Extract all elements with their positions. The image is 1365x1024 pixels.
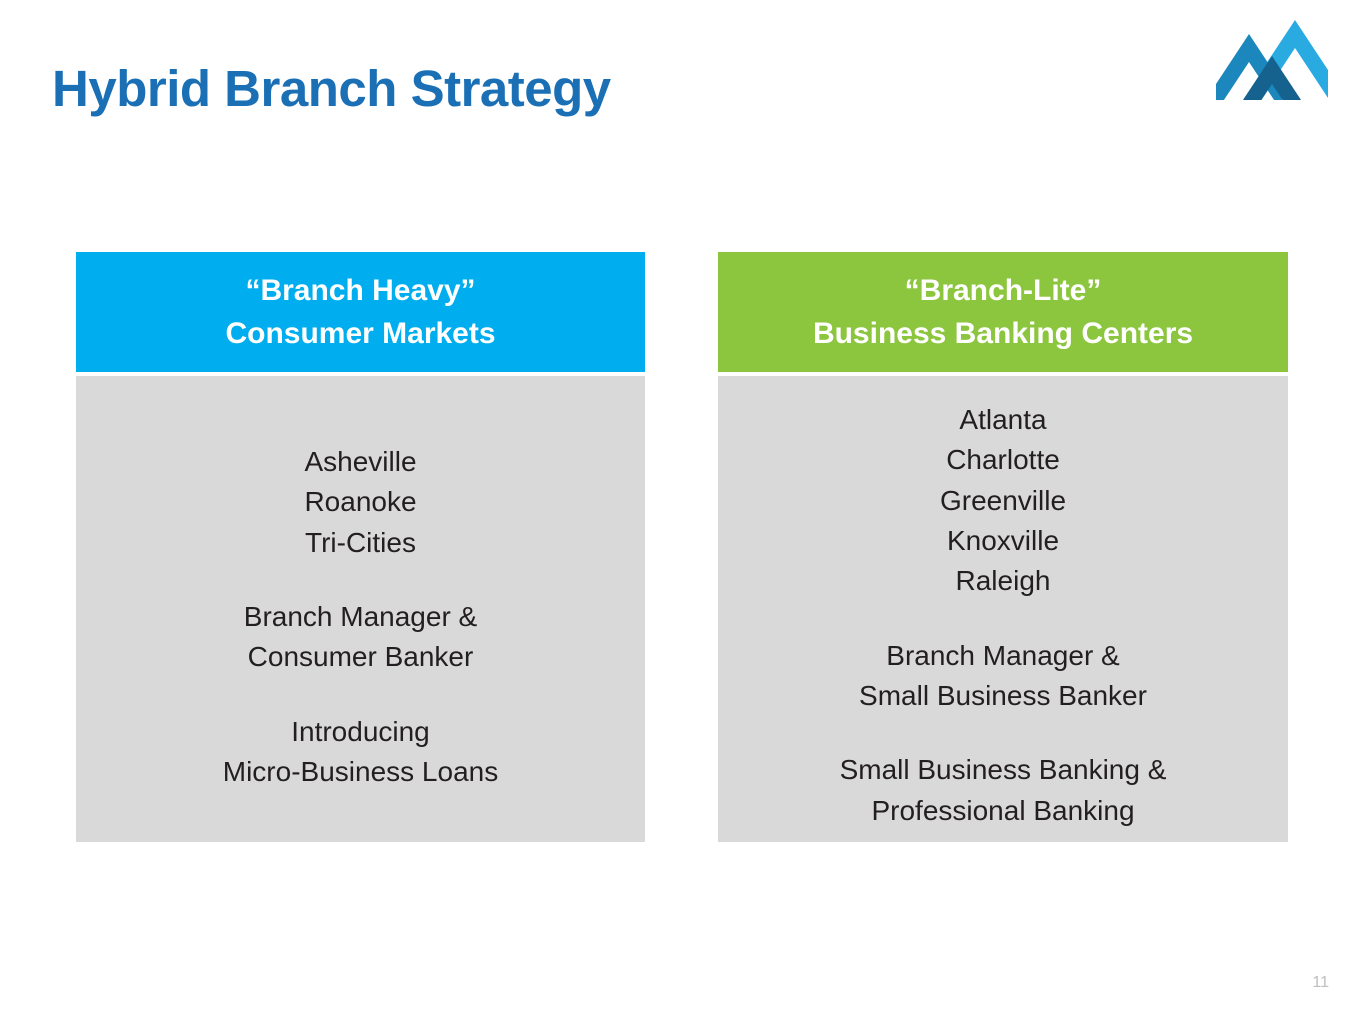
panel-header-line-2: Business Banking Centers	[812, 317, 1194, 350]
column-branch-lite: “Branch-Lite” Business Banking Centers A…	[718, 252, 1288, 842]
panel-header-branch-heavy: “Branch Heavy” Consumer Markets	[76, 252, 645, 372]
column-branch-heavy: “Branch Heavy” Consumer Markets Ashevill…	[76, 252, 645, 842]
list-item: Raleigh	[955, 565, 1051, 597]
panel-header-line-1: “Branch Heavy”	[245, 273, 476, 307]
page-number: 11	[1312, 974, 1329, 991]
staffing-line: Branch Manager &	[886, 639, 1120, 671]
offering-group: Small Business Banking & Professional Ba…	[732, 750, 1274, 831]
offering-line: Micro-Business Loans	[222, 755, 499, 787]
offering-line: Professional Banking	[871, 794, 1135, 826]
panel-header-branch-lite: “Branch-Lite” Business Banking Centers	[718, 252, 1288, 372]
company-chevron-logo	[1216, 14, 1334, 100]
list-item: Knoxville	[946, 524, 1060, 556]
page-title: Hybrid Branch Strategy	[52, 60, 611, 117]
panel-header-line-2: Consumer Markets	[225, 317, 496, 350]
staffing-line: Small Business Banker	[859, 679, 1147, 711]
market-list-group: Atlanta Charlotte Greenville Knoxville R…	[732, 400, 1274, 602]
list-item: Greenville	[939, 484, 1067, 516]
staffing-line: Branch Manager &	[243, 600, 478, 632]
chevron-logo-icon	[1216, 20, 1328, 100]
list-item: Tri-Cities	[305, 526, 416, 558]
list-item: Charlotte	[946, 444, 1060, 476]
panel-body-branch-lite: Atlanta Charlotte Greenville Knoxville R…	[718, 376, 1288, 842]
chevron-dark-shape	[1242, 56, 1302, 100]
panel-header-line-1: “Branch-Lite”	[904, 273, 1102, 307]
offering-line: Introducing	[291, 715, 430, 747]
list-item: Atlanta	[959, 404, 1047, 435]
offering-group: Introducing Micro-Business Loans	[90, 712, 631, 793]
list-item: Roanoke	[304, 486, 417, 518]
market-list-group: Asheville Roanoke Tri-Cities	[90, 442, 631, 563]
staffing-group: Branch Manager & Consumer Banker	[90, 597, 631, 678]
staffing-group: Branch Manager & Small Business Banker	[732, 636, 1274, 717]
list-item: Asheville	[304, 446, 417, 477]
chevron-light-shape	[1262, 20, 1328, 98]
offering-line: Small Business Banking &	[839, 754, 1167, 786]
staffing-line: Consumer Banker	[247, 641, 474, 673]
panel-body-branch-heavy: Asheville Roanoke Tri-Cities Branch Mana…	[76, 376, 645, 842]
